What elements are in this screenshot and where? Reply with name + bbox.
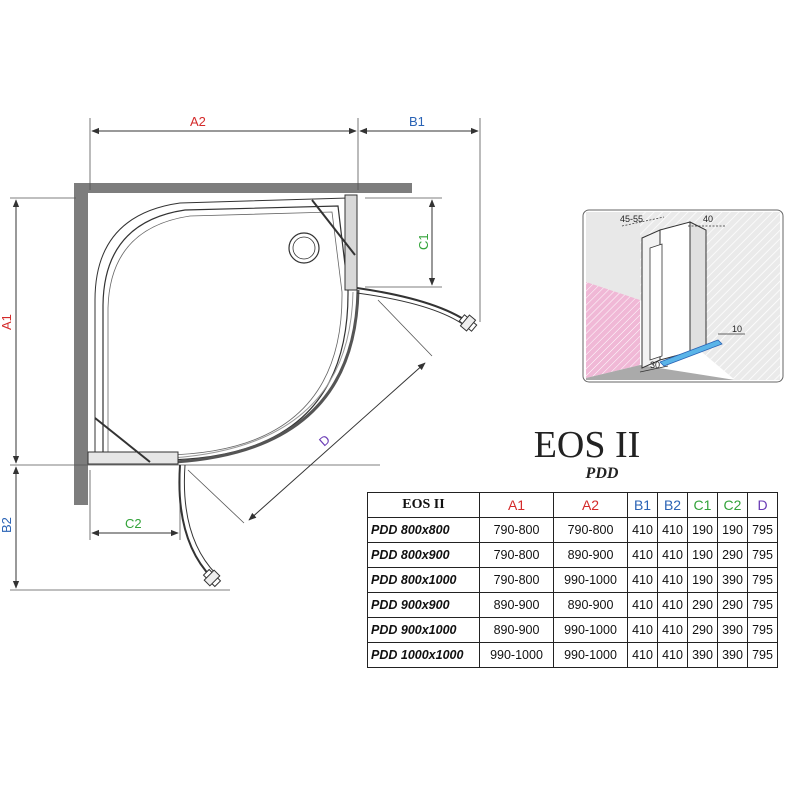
label-c1: C1 — [416, 233, 431, 250]
cell-c1: 290 — [687, 592, 718, 618]
cell-b1: 410 — [627, 567, 658, 593]
table-row: PDD 900x900 890-900 890-900 410 410 290 … — [367, 592, 778, 618]
wall-top — [74, 183, 412, 193]
header-a1: A1 — [479, 492, 554, 518]
cell-a1: 790-800 — [479, 542, 554, 568]
header-a2: A2 — [553, 492, 628, 518]
label-a2: A2 — [190, 114, 206, 129]
cell-model: PDD 900x1000 — [367, 617, 480, 643]
header-d: D — [747, 492, 778, 518]
cell-b1: 410 — [627, 517, 658, 543]
inset-label-10: 10 — [732, 324, 742, 334]
product-title: EOS II PDD — [532, 425, 642, 483]
dim-d-line — [248, 362, 426, 521]
header-b1: B1 — [627, 492, 658, 518]
cell-a1: 990-1000 — [479, 642, 554, 668]
cell-c1: 190 — [687, 542, 718, 568]
cell-d: 795 — [747, 517, 778, 543]
door-right — [356, 287, 478, 332]
cell-c1: 190 — [687, 567, 718, 593]
inset-label-45-55: 45-55 — [620, 214, 643, 224]
inset-label-30: 30 — [650, 360, 660, 370]
cell-model: PDD 800x1000 — [367, 567, 480, 593]
table-header-row: EOS II A1 A2 B1 B2 C1 C2 D — [367, 492, 778, 518]
cell-model: PDD 800x800 — [367, 517, 480, 543]
table-row: PDD 800x900 790-800 890-900 410 410 190 … — [367, 542, 778, 568]
header-model: EOS II — [367, 492, 480, 518]
dimension-arrows — [12, 127, 479, 589]
cell-model: PDD 900x900 — [367, 592, 480, 618]
label-a1: A1 — [0, 314, 14, 330]
cell-c2: 290 — [717, 542, 748, 568]
table-row: PDD 800x800 790-800 790-800 410 410 190 … — [367, 517, 778, 543]
cell-c1: 390 — [687, 642, 718, 668]
cell-a2: 890-900 — [553, 542, 628, 568]
table-row: PDD 900x1000 890-900 990-1000 410 410 29… — [367, 617, 778, 643]
cell-a1: 790-800 — [479, 567, 554, 593]
cell-d: 795 — [747, 617, 778, 643]
label-d: D — [316, 432, 333, 449]
wall-left — [74, 183, 88, 505]
cell-a2: 990-1000 — [553, 617, 628, 643]
cell-b2: 410 — [657, 542, 688, 568]
cell-d: 795 — [747, 542, 778, 568]
cell-d: 795 — [747, 642, 778, 668]
inset-label-40: 40 — [703, 214, 713, 224]
cell-b2: 410 — [657, 642, 688, 668]
shower-tray — [87, 194, 360, 465]
cell-b2: 410 — [657, 592, 688, 618]
cell-c2: 390 — [717, 567, 748, 593]
cell-c1: 290 — [687, 617, 718, 643]
cell-a1: 790-800 — [479, 517, 554, 543]
header-c1: C1 — [687, 492, 718, 518]
header-b2: B2 — [657, 492, 688, 518]
cell-a1: 890-900 — [479, 617, 554, 643]
cell-model: PDD 1000x1000 — [367, 642, 480, 668]
label-c2: C2 — [125, 516, 142, 531]
drain-icon — [288, 232, 320, 264]
cell-b2: 410 — [657, 567, 688, 593]
label-b1: B1 — [409, 114, 425, 129]
cell-b2: 410 — [657, 517, 688, 543]
cell-a2: 790-800 — [553, 517, 628, 543]
cell-b1: 410 — [627, 642, 658, 668]
cell-c2: 390 — [717, 617, 748, 643]
cell-model: PDD 800x900 — [367, 542, 480, 568]
cell-b2: 410 — [657, 617, 688, 643]
table-row: PDD 800x1000 790-800 990-1000 410 410 19… — [367, 567, 778, 593]
profile-detail-inset: 45-55 40 10 30 — [582, 209, 784, 383]
cell-a2: 990-1000 — [553, 567, 628, 593]
cell-d: 795 — [747, 567, 778, 593]
walls — [74, 183, 412, 505]
cell-c2: 290 — [717, 592, 748, 618]
table-row: PDD 1000x1000 990-1000 990-1000 410 410 … — [367, 642, 778, 668]
cell-b1: 410 — [627, 617, 658, 643]
cell-d: 795 — [747, 592, 778, 618]
title-sub: PDD — [585, 465, 619, 482]
cell-c2: 190 — [717, 517, 748, 543]
dimension-table: EOS II A1 A2 B1 B2 C1 C2 D PDD 800x800 7… — [367, 492, 778, 668]
header-c2: C2 — [717, 492, 748, 518]
cell-c1: 190 — [687, 517, 718, 543]
door-bottom — [178, 464, 222, 588]
title-main: EOS II — [533, 424, 641, 466]
label-b2: B2 — [0, 517, 14, 533]
cell-b1: 410 — [627, 592, 658, 618]
cell-a1: 890-900 — [479, 592, 554, 618]
cell-b1: 410 — [627, 542, 658, 568]
cell-a2: 890-900 — [553, 592, 628, 618]
cell-a2: 990-1000 — [553, 642, 628, 668]
cell-c2: 390 — [717, 642, 748, 668]
